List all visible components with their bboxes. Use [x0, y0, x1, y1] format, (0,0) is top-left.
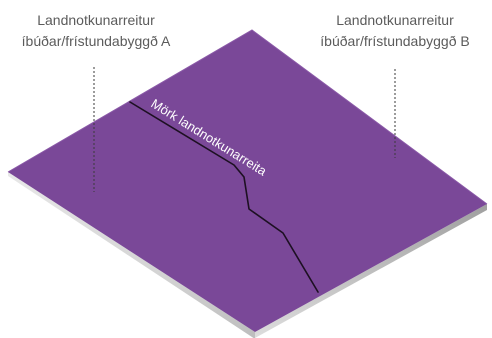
plot-top-edge [7, 29, 488, 205]
terrain-side-face [8, 172, 255, 338]
area-a-label-line-2: íbúðar/frístundabyggð A [21, 33, 171, 49]
area-b-label: Landnotkunarreitur íbúðar/frístundabyggð… [308, 10, 482, 52]
boundary-line [129, 101, 319, 293]
area-b-label-line-1: Landnotkunarreitur [336, 12, 454, 28]
area-a-label: Landnotkunarreitur íbúðar/frístundabyggð… [12, 10, 180, 52]
plot-surface [8, 30, 487, 332]
area-b-label-line-2: íbúðar/frístundabyggð B [320, 33, 470, 49]
area-a-label-line-1: Landnotkunarreitur [37, 12, 155, 28]
terrain-front-edge [255, 204, 487, 338]
